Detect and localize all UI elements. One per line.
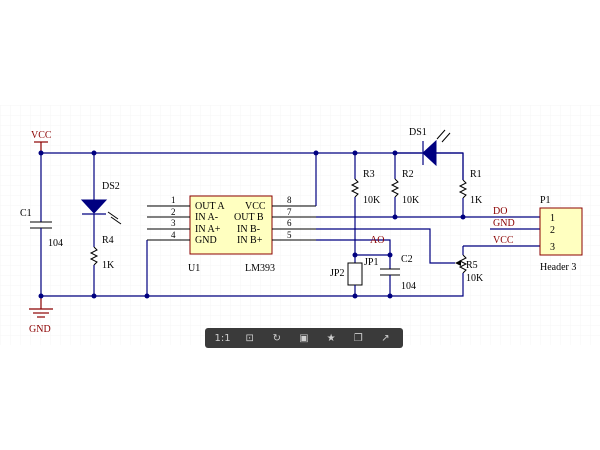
capacitor-c2: C2 104 <box>380 254 416 296</box>
r5-value: 10K <box>466 273 484 284</box>
gnd-label: GND <box>29 324 51 335</box>
r4-ref: R4 <box>102 235 114 246</box>
copy-icon[interactable]: ❐ <box>353 332 363 344</box>
share-icon[interactable]: ↗ <box>381 332 390 344</box>
u1-pin3-num: 3 <box>171 218 176 228</box>
u1-pin2-name: IN A- <box>195 212 218 223</box>
zoom-actual-size-button[interactable]: 1:1 <box>214 332 231 344</box>
r3-value: 10K <box>363 195 381 206</box>
ds1-ref: DS1 <box>409 127 427 138</box>
c2-ref: C2 <box>401 254 413 265</box>
ao-net-label: AO <box>370 235 384 246</box>
r2-ref: R2 <box>402 169 414 180</box>
u1-part: LM393 <box>245 263 275 274</box>
do-net-label: DO <box>493 206 507 217</box>
r3-ref: R3 <box>363 169 375 180</box>
p1-part: Header 3 <box>540 262 576 273</box>
u1-pin4-num: 4 <box>171 230 176 240</box>
led-ds1: DS1 <box>395 127 463 167</box>
schematic-diagram: VCC C1 104 GND DS2 R4 1K <box>0 105 600 345</box>
junction-dots <box>38 150 466 299</box>
grid-background <box>0 105 600 345</box>
u1-pin4-name: GND <box>195 235 217 246</box>
favorite-icon[interactable]: ★ <box>326 332 336 344</box>
capacitor-c1: C1 104 <box>20 153 63 296</box>
r4-value: 1K <box>102 260 115 271</box>
header-p1: P1 1 2 3 Header 3 <box>539 195 583 273</box>
resistor-r3: R3 10K <box>350 153 381 263</box>
c1-ref: C1 <box>20 208 32 219</box>
p1-ref: P1 <box>540 195 551 206</box>
p1-pin2: 2 <box>550 225 555 236</box>
gnd-net-label: GND <box>493 218 515 229</box>
resistor-r1: R1 1K <box>458 153 483 217</box>
fit-screen-icon[interactable]: ⊡ <box>245 332 254 344</box>
u1-pin5-name: IN B+ <box>237 235 263 246</box>
in-b-minus-wire <box>316 228 455 264</box>
u1-pin6-name: IN B- <box>237 224 260 235</box>
r5-ref: R5 <box>466 260 478 271</box>
viewer-toolbar: 1:1 ⊡ ↻ ▣ ★ ❐ ↗ <box>205 328 403 348</box>
u1-pin1-num: 1 <box>171 195 176 205</box>
u1-pin7-name: OUT B <box>234 212 264 223</box>
p1-pin1: 1 <box>550 213 555 224</box>
led-ds2: DS2 <box>80 153 122 225</box>
ic-u1-lm393: 1 2 3 4 OUT A IN A- IN A+ GND VCC OUT B … <box>147 195 316 274</box>
u1-pin8-num: 8 <box>287 195 292 205</box>
u1-pin7-num: 7 <box>287 207 292 217</box>
rotate-icon[interactable]: ↻ <box>272 332 282 344</box>
r2-value: 10K <box>402 195 420 206</box>
ds2-ref: DS2 <box>102 181 120 192</box>
vcc-net-label: VCC <box>493 235 514 246</box>
u1-pin8-name: VCC <box>245 201 266 212</box>
save-icon[interactable]: ▣ <box>299 332 309 344</box>
ao-net-wire <box>316 239 391 255</box>
bottom-gnd-rail <box>41 278 464 297</box>
u1-pin3-name: IN A+ <box>195 224 221 235</box>
u1-ref: U1 <box>188 263 200 274</box>
potentiometer-r5: R5 10K <box>455 246 484 284</box>
p1-pin3: 3 <box>550 242 555 253</box>
u1-pin5-num: 5 <box>287 230 292 240</box>
r1-value: 1K <box>470 195 483 206</box>
resistor-r4: R4 1K <box>89 214 115 296</box>
c2-value: 104 <box>401 281 416 292</box>
c1-value: 104 <box>48 238 63 249</box>
r1-ref: R1 <box>470 169 482 180</box>
resistor-r2: R2 10K <box>390 153 420 217</box>
jp1-ref: JP1 <box>364 257 378 268</box>
vcc-label: VCC <box>31 130 52 141</box>
jp2-ref: JP2 <box>330 268 344 279</box>
u1-pin6-num: 6 <box>287 218 292 228</box>
u1-pin2-num: 2 <box>171 207 176 217</box>
u1-pin1-name: OUT A <box>195 201 225 212</box>
